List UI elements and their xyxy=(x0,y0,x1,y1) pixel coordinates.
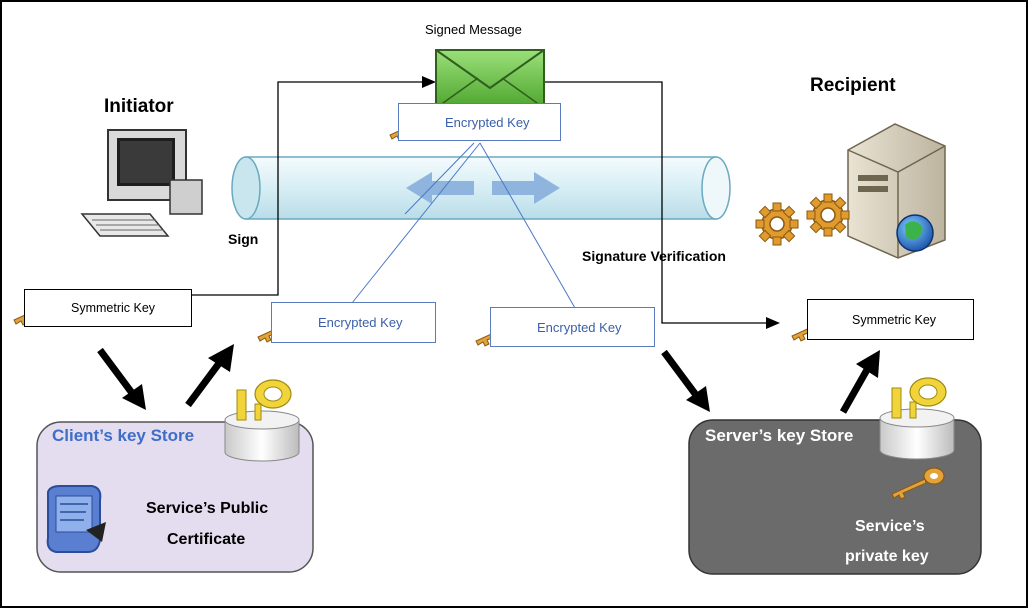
key-store-icon xyxy=(224,379,300,462)
private-key-line1: Service’s xyxy=(855,518,925,535)
encrypted-key-box-right: Encrypted Key xyxy=(490,307,655,347)
symmetric-key-label: Symmetric Key xyxy=(71,301,156,315)
channel-pipe xyxy=(231,156,731,220)
right-arrow-icon xyxy=(492,172,560,204)
symmetric-key-box-left: Symmetric Key xyxy=(24,289,192,327)
encrypted-key-box-left: Encrypted Key xyxy=(271,302,436,343)
public-certificate-line2: Certificate xyxy=(167,531,246,548)
computer-icon xyxy=(80,129,203,237)
bold-arrows xyxy=(97,344,880,414)
signed-message-label: Signed Message xyxy=(425,22,522,37)
initiator-label: Initiator xyxy=(104,96,174,117)
symmetric-key-box-right: Symmetric Key xyxy=(807,299,974,340)
client-key-store-title: Client’s key Store xyxy=(52,426,195,445)
verify-arrowhead xyxy=(766,317,780,329)
encrypted-key-box-top: Encrypted Key xyxy=(398,103,561,141)
encryption-lines xyxy=(351,142,576,309)
envelope-icon xyxy=(435,49,545,109)
encrypted-key-label: Encrypted Key xyxy=(445,114,530,130)
private-key-line2: private key xyxy=(845,548,929,565)
server-key-store-title: Server’s key Store xyxy=(705,426,854,445)
recipient-label: Recipient xyxy=(810,75,896,96)
sign-arrowhead xyxy=(422,76,436,88)
key-store-icon xyxy=(879,377,955,460)
public-certificate-line1: Service’s Public xyxy=(146,500,269,517)
flow-lines xyxy=(192,81,768,324)
signature-verification-label: Signature Verification xyxy=(582,248,726,264)
gears-icon xyxy=(755,193,850,246)
sign-label: Sign xyxy=(228,231,259,247)
encrypted-key-label: Encrypted Key xyxy=(537,319,622,335)
symmetric-key-label: Symmetric Key xyxy=(852,312,937,327)
encrypted-key-label: Encrypted Key xyxy=(318,315,403,330)
globe-icon xyxy=(896,214,934,252)
certificate-icon xyxy=(46,485,106,553)
